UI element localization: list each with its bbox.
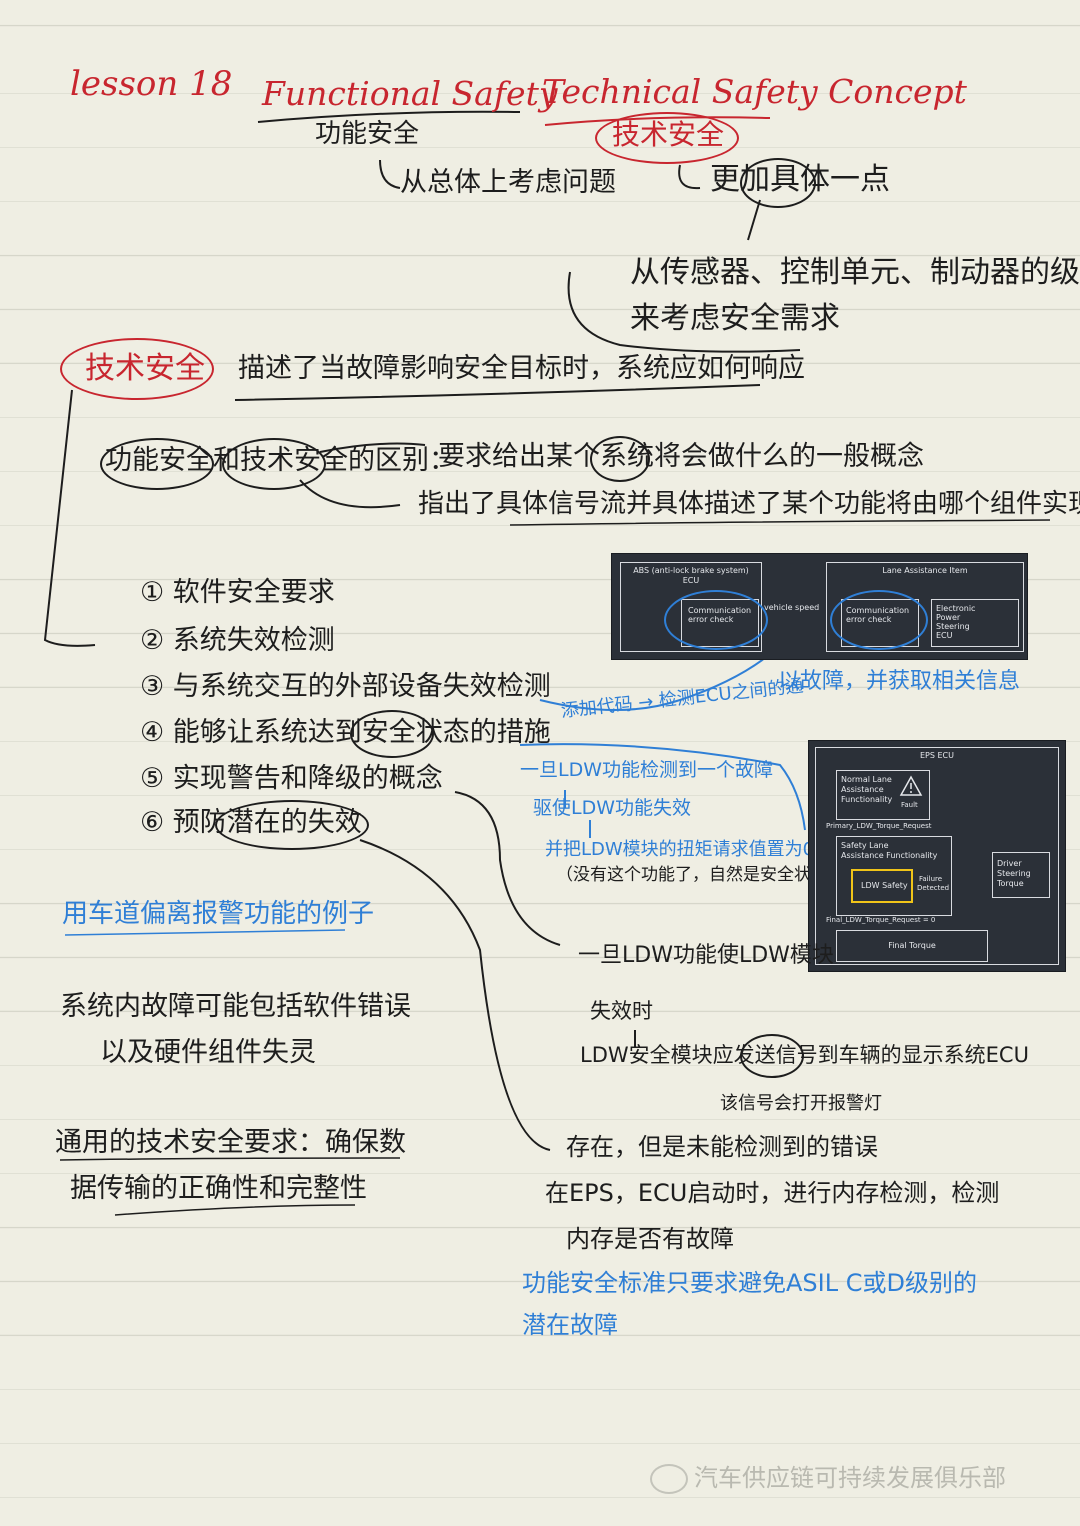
latent-line3: 内存是否有故障 [566, 1225, 734, 1253]
ldw-fail-trigger: 一旦LDW功能使LDW模块 [578, 943, 834, 968]
eps-ecu-small-box: Electronic Power Steering ECU [931, 599, 1019, 647]
functional-safety-description: 从总体上考虑问题 [400, 167, 616, 198]
warning-icon [899, 775, 923, 796]
ldw-safety-label: LDW Safety [861, 881, 908, 890]
signal-circle [740, 1034, 804, 1078]
fail-when: 失效时 [590, 999, 653, 1023]
final-torque-box: Final Torque [836, 930, 988, 962]
driver-label-3: Torque [997, 879, 1024, 888]
list-item: ③ 与系统交互的外部设备失效检测 [140, 671, 551, 702]
abs-comm-highlight [664, 590, 768, 650]
primary-request-label: Primary_LDW_Torque_Request [826, 822, 932, 830]
driver-label-1: Driver [997, 859, 1022, 868]
nla-label-1: Normal Lane [841, 775, 892, 784]
warn-light-note: 该信号会打开报警灯 [720, 1093, 882, 1114]
eps-ecu-diagram: EPS ECU Normal Lane Assistance Functiona… [808, 740, 1066, 972]
final-torque-label: Final Torque [888, 941, 936, 950]
list-item: ④ 能够让系统达到安全状态的措施 [140, 717, 551, 748]
list-item: ① 软件安全要求 [140, 577, 335, 608]
fault-label: Fault [901, 801, 918, 809]
fault-note-line2: 以及硬件组件失灵 [100, 1037, 316, 1068]
nla-label-3: Functionality [841, 795, 893, 804]
tsc-detail-line2: 来考虑安全需求 [630, 301, 840, 336]
system-circle [590, 436, 650, 482]
difference-line1: 要求给出某个系统将会做什么的一般概念 [438, 441, 924, 472]
vehicle-speed-signal: vehicle speed [764, 603, 820, 612]
latent-line1: 存在，但是未能检测到的错误 [566, 1133, 878, 1161]
difference-circle-tsc [222, 438, 326, 490]
driver-torque-box: Driver Steering Torque [992, 852, 1050, 898]
lesson-number: lesson 18 [70, 64, 233, 104]
lane-title: Lane Assistance Item [882, 566, 968, 575]
technical-safety-circle [595, 112, 739, 164]
ldw-detect-note: 一旦LDW功能检测到一个故障 [520, 759, 774, 781]
abs-title: ABS (anti-lock brake system) [633, 566, 749, 575]
eps-label-1: Electronic [936, 604, 976, 613]
list-item: ⑤ 实现警告和降级的概念 [140, 763, 443, 794]
sla-label-2: Assistance Functionality [841, 851, 938, 860]
driver-label-2: Steering [997, 869, 1031, 878]
asil-line2: 潜在故障 [522, 1311, 618, 1339]
detected-label: Detected [917, 884, 950, 892]
nla-label-2: Assistance [841, 785, 884, 794]
ldw-safe-note: （没有这个功能了，自然是安全状态了） [556, 865, 862, 885]
ldw-zero-note: 并把LDW模块的扭矩请求值置为0 [545, 839, 815, 860]
eps-ecu-box: EPS ECU Normal Lane Assistance Functiona… [815, 747, 1059, 965]
eps-ecu-title: EPS ECU [920, 751, 954, 760]
watermark-text: 汽车供应链可持续发展俱乐部 [694, 1464, 1006, 1492]
final-request-label: Final_LDW_Torque_Request = 0 [826, 916, 936, 924]
watermark: 汽车供应链可持续发展俱乐部 [650, 1464, 1006, 1494]
abs-note: 以故障，并获取相关信息 [778, 669, 1021, 694]
lane-comm-highlight [830, 590, 928, 650]
sla-label-1: Safety Lane [841, 841, 889, 850]
latent-failure-circle [215, 800, 369, 850]
normal-lane-box: Normal Lane Assistance Functionality Fau… [836, 770, 930, 820]
wechat-icon [650, 1464, 688, 1494]
difference-circle-fs [100, 438, 214, 490]
tsc-detail-line1: 从传感器、控制单元、制动器的级别 [630, 255, 1080, 290]
title-technical-safety-concept: Technical Safety Concept [542, 72, 967, 111]
failure-label: Failure [919, 875, 943, 883]
title-functional-safety: Functional Safety [262, 74, 558, 113]
abs-lane-diagram: ABS (anti-lock brake system) ECU Communi… [611, 553, 1028, 660]
safe-state-circle [350, 710, 434, 758]
latent-line2: 在EPS，ECU启动时，进行内存检测，检测 [545, 1179, 1000, 1207]
example-note: 用车道偏离报警功能的例子 [62, 899, 375, 929]
abs-ecu-label: ECU [682, 576, 700, 585]
fault-note-line1: 系统内故障可能包括软件错误 [60, 991, 411, 1022]
safety-lane-box: Safety Lane Assistance Functionality LDW… [836, 836, 952, 916]
eps-label-3: Steering [936, 622, 970, 631]
definition-text: 描述了当故障影响安全目标时，系统应如何响应 [238, 353, 805, 384]
list-item: ② 系统失效检测 [140, 625, 335, 656]
general-req-line1: 通用的技术安全要求：确保数 [55, 1127, 406, 1158]
asil-line1: 功能安全标准只要求避免ASIL C或D级别的 [522, 1269, 977, 1297]
ldw-send-note: LDW安全模块应发送信号到车辆的显示系统ECU [580, 1043, 1029, 1067]
definition-term-circle [60, 338, 214, 400]
difference-line2: 指出了具体信号流并具体描述了某个功能将由哪个组件实现 [418, 489, 1080, 519]
eps-label-4: ECU [936, 631, 953, 640]
functional-safety-cn: 功能安全 [315, 119, 420, 149]
general-req-line2: 据传输的正确性和完整性 [70, 1173, 367, 1204]
ldw-off-note: 驱使LDW功能失效 [533, 797, 692, 819]
concrete-circle [740, 158, 816, 208]
eps-label-2: Power [936, 613, 961, 622]
ldw-safety-box: LDW Safety [851, 869, 913, 903]
